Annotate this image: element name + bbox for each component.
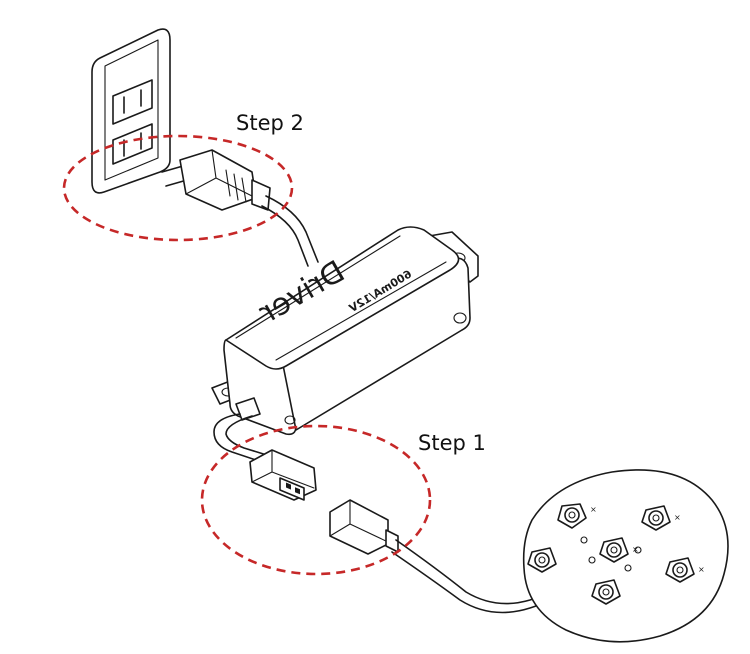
step1-highlight [200,424,432,576]
step2-highlight [62,134,294,242]
svg-text:×: × [698,565,705,574]
led-light-board-icon: × × × × [522,469,729,643]
wall-outlet-icon [91,28,171,194]
driver-connector-icon [249,449,317,501]
led-driver-icon: Driver 600mA/12V [211,226,479,436]
led-connector-icon [329,499,399,555]
step2-label: Step 2 [236,111,304,135]
power-cable [261,195,319,267]
svg-text:×: × [674,513,681,522]
svg-text:×: × [590,505,597,514]
step1-label: Step 1 [418,431,486,455]
power-plug-icon [161,149,271,211]
